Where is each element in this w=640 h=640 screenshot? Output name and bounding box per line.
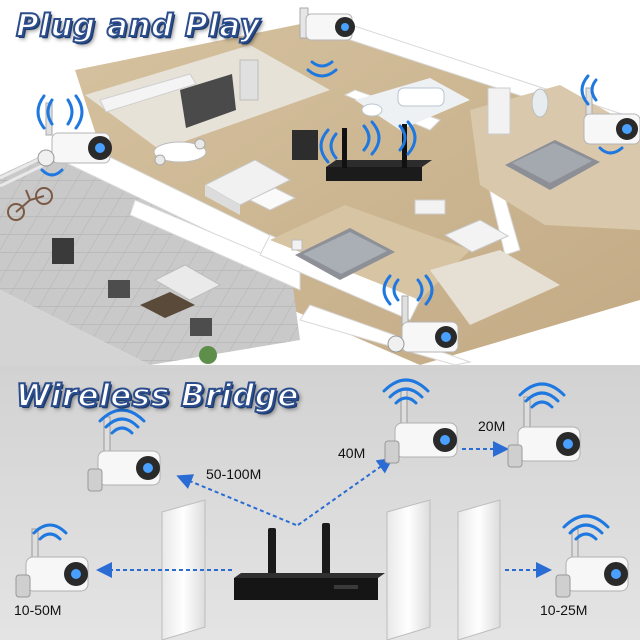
camera-right <box>583 87 640 145</box>
label-50-100m: 50-100M <box>206 466 262 482</box>
wall-panel-middle <box>386 499 431 640</box>
signal-arrows <box>96 441 552 578</box>
camera-top-center <box>299 7 355 41</box>
bathtub <box>397 87 445 107</box>
bed-center-sheet <box>303 232 387 274</box>
bridge-camera-upper-middle <box>384 388 458 464</box>
balcony-sofa <box>153 264 222 301</box>
study-sofa <box>443 219 510 253</box>
bridge-camera-upper-right <box>507 396 581 468</box>
label-10-50m: 10-50M <box>14 602 62 618</box>
plant <box>199 346 217 364</box>
balcony-lower <box>0 290 150 365</box>
bicycle <box>7 187 53 221</box>
grill <box>52 238 74 264</box>
desk <box>414 199 446 215</box>
wall-panel-left <box>161 499 206 640</box>
bed-right-sheet <box>512 143 592 183</box>
bottom-title: Wireless Bridge <box>15 377 299 415</box>
utility-room <box>430 250 560 325</box>
balcony-chair <box>190 318 212 336</box>
sink <box>361 103 383 117</box>
balcony-tiles <box>0 140 300 365</box>
balcony-chair <box>108 280 130 298</box>
bridge-camera-lower-left <box>15 528 89 598</box>
mirror <box>531 88 549 118</box>
wifi-signals-bottom <box>32 378 610 541</box>
camera-bottom <box>387 295 459 353</box>
wireless-bridge-diagram <box>0 365 640 640</box>
kitchen-counter <box>99 73 197 113</box>
nvr-recorder <box>326 124 432 181</box>
bridge-nvr <box>234 523 385 600</box>
bridge-camera-lower-right <box>555 528 629 598</box>
dining-chair <box>194 138 206 150</box>
balcony-table <box>140 292 195 318</box>
top-title: Plug and Play <box>15 7 261 45</box>
floor-plan-illustration <box>0 7 640 365</box>
nightstand <box>291 239 303 251</box>
dining-table <box>153 141 207 163</box>
wifi-signals-top <box>36 60 624 306</box>
label-40m: 40M <box>338 445 366 461</box>
sofa-back <box>205 185 240 215</box>
wardrobe <box>487 87 511 135</box>
arrow-to-upper-middle <box>297 457 394 526</box>
wall-panel-right <box>457 499 501 640</box>
label-20m: 20M <box>478 418 506 434</box>
fridge <box>239 59 259 101</box>
label-10-25m: 10-25M <box>540 602 588 618</box>
bridge-camera-upper-left <box>87 416 161 492</box>
sofa <box>203 159 292 206</box>
coffee-table <box>248 187 297 211</box>
kitchen-cabinet-dark <box>180 74 236 128</box>
dining-chair <box>154 154 166 166</box>
tv <box>292 130 318 160</box>
